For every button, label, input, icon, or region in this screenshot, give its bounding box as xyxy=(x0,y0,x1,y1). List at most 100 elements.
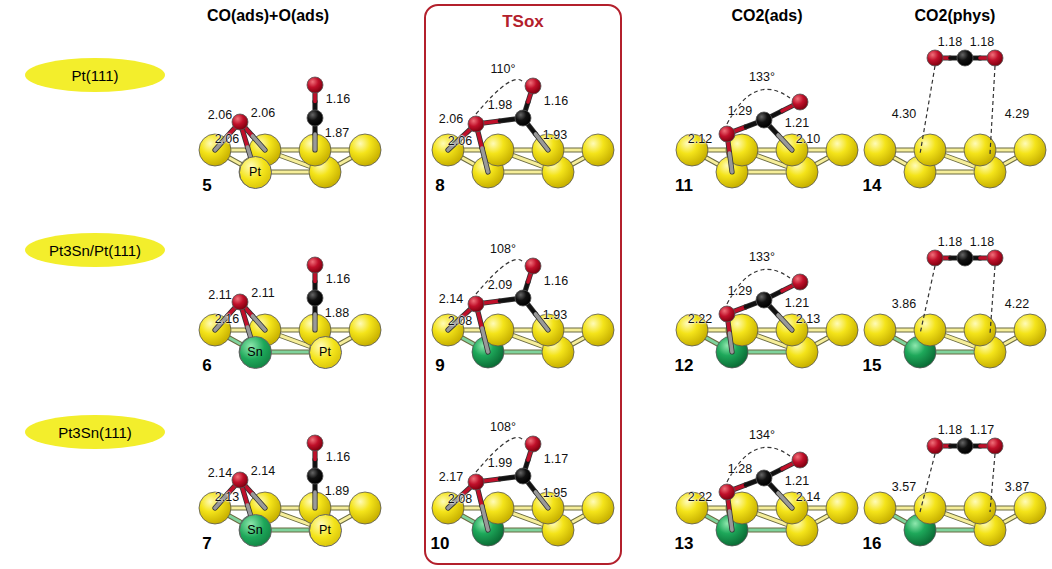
bond-value: 2.10 xyxy=(796,133,820,147)
bond-value: 1.89 xyxy=(325,485,349,499)
bond-value: 2.17 xyxy=(439,471,463,485)
c-atom xyxy=(515,468,531,484)
bond-value: 134° xyxy=(749,429,775,443)
o-atom xyxy=(232,114,248,130)
bond-value: 4.30 xyxy=(892,108,916,122)
surface-label-ellipse: Pt(111) xyxy=(25,58,165,92)
bond-value: 2.06 xyxy=(448,135,472,149)
bond-value: 1.16 xyxy=(544,275,568,289)
bond-line xyxy=(312,314,317,330)
pt-atom xyxy=(1014,314,1046,346)
bond-value: 1.18 xyxy=(970,36,994,50)
bond-value: 108° xyxy=(490,421,516,435)
bond-value: 1.28 xyxy=(728,463,752,477)
distance-line xyxy=(990,454,995,512)
bond-line xyxy=(482,506,488,530)
bond-line xyxy=(482,148,488,172)
pt-atom xyxy=(826,492,858,524)
pt-atom xyxy=(914,314,946,346)
bond-value: 1.29 xyxy=(728,285,752,299)
surface-label-ellipse: Pt3Sn(111) xyxy=(25,415,165,449)
pt-atom xyxy=(582,314,614,346)
bond-value: 2.14 xyxy=(208,467,232,481)
bond-value: 2.11 xyxy=(208,289,231,303)
bond-value: 1.93 xyxy=(543,309,567,323)
c-atom xyxy=(756,292,772,308)
o-atom xyxy=(307,435,323,451)
bond-line xyxy=(312,134,317,150)
bond-line xyxy=(730,333,733,352)
structure-number: 15 xyxy=(863,357,882,376)
element-symbol: Sn xyxy=(247,523,262,537)
o-atom xyxy=(927,250,943,266)
bond-value: 108° xyxy=(490,243,516,257)
transition-state-box: TSox xyxy=(424,4,622,565)
bond-line xyxy=(730,511,733,530)
pt-atom xyxy=(309,514,341,546)
structure-number: 8 xyxy=(435,177,444,196)
bond-value: 2.06 xyxy=(215,133,239,147)
bond-value: 1.18 xyxy=(970,236,994,250)
pt-atom xyxy=(914,492,946,524)
bond-value: 1.16 xyxy=(326,273,350,287)
bond-value: 1.17 xyxy=(544,453,568,467)
o-atom xyxy=(468,116,484,132)
bond-value: 2.13 xyxy=(215,491,239,505)
bond-line xyxy=(778,493,792,508)
structure-number: 11 xyxy=(675,177,693,196)
bond-line xyxy=(313,492,317,508)
structure-number: 16 xyxy=(863,535,882,554)
c-atom xyxy=(957,250,973,266)
bond-value: 1.21 xyxy=(785,475,809,489)
bond-value: 1.18 xyxy=(938,236,962,250)
bond-line xyxy=(482,506,488,530)
bond-value: 2.06 xyxy=(251,107,275,121)
bond-line xyxy=(253,494,266,508)
bond-value: 1.16 xyxy=(326,451,350,465)
bond-value: 1.88 xyxy=(325,307,349,321)
distance-line xyxy=(920,266,935,334)
pt-atom xyxy=(1014,134,1046,166)
o-atom xyxy=(719,306,735,322)
structure-number: 6 xyxy=(202,357,211,376)
c-atom xyxy=(307,290,323,306)
distance-line xyxy=(990,66,995,154)
bond-value: 1.87 xyxy=(325,127,349,141)
bond-value: 3.87 xyxy=(1005,481,1029,495)
structure-number: 14 xyxy=(863,177,882,196)
bond-value: 2.14 xyxy=(251,465,275,479)
bond-value: 2.22 xyxy=(688,313,712,327)
c-atom xyxy=(515,110,531,126)
bond-line xyxy=(730,153,733,172)
bond-value: 2.06 xyxy=(439,113,463,127)
o-atom xyxy=(927,438,943,454)
bond-value: 2.16 xyxy=(215,313,239,327)
sn-atom: Sn xyxy=(239,336,272,369)
bond-value: 2.22 xyxy=(688,491,712,505)
structure-number: 9 xyxy=(435,357,444,376)
bond-line xyxy=(253,316,266,330)
pt-atom xyxy=(582,134,614,166)
o-atom xyxy=(719,484,735,500)
c-atom xyxy=(515,290,531,306)
bond-value: 4.22 xyxy=(1005,298,1029,312)
column-header: CO2(ads) xyxy=(731,7,802,25)
bond-value: 133° xyxy=(749,71,775,85)
bond-value: 2.06 xyxy=(208,109,232,123)
bond-line xyxy=(312,492,317,508)
bond-value: 110° xyxy=(491,63,516,77)
distance-line xyxy=(920,66,935,154)
bond-value: 2.13 xyxy=(796,313,820,327)
bond-line xyxy=(730,153,733,172)
pt-atom xyxy=(349,134,381,166)
bond-line xyxy=(730,333,733,352)
sn-atom xyxy=(239,336,271,368)
bond-line xyxy=(730,511,733,530)
bond-value: 1.93 xyxy=(543,129,567,143)
bond-value: 1.29 xyxy=(728,105,752,119)
o-atom xyxy=(307,77,323,93)
bond-value: 1.16 xyxy=(544,95,568,109)
bond-line xyxy=(253,136,266,150)
sn-atom xyxy=(239,514,271,546)
bond-value: 1.18 xyxy=(938,424,962,438)
